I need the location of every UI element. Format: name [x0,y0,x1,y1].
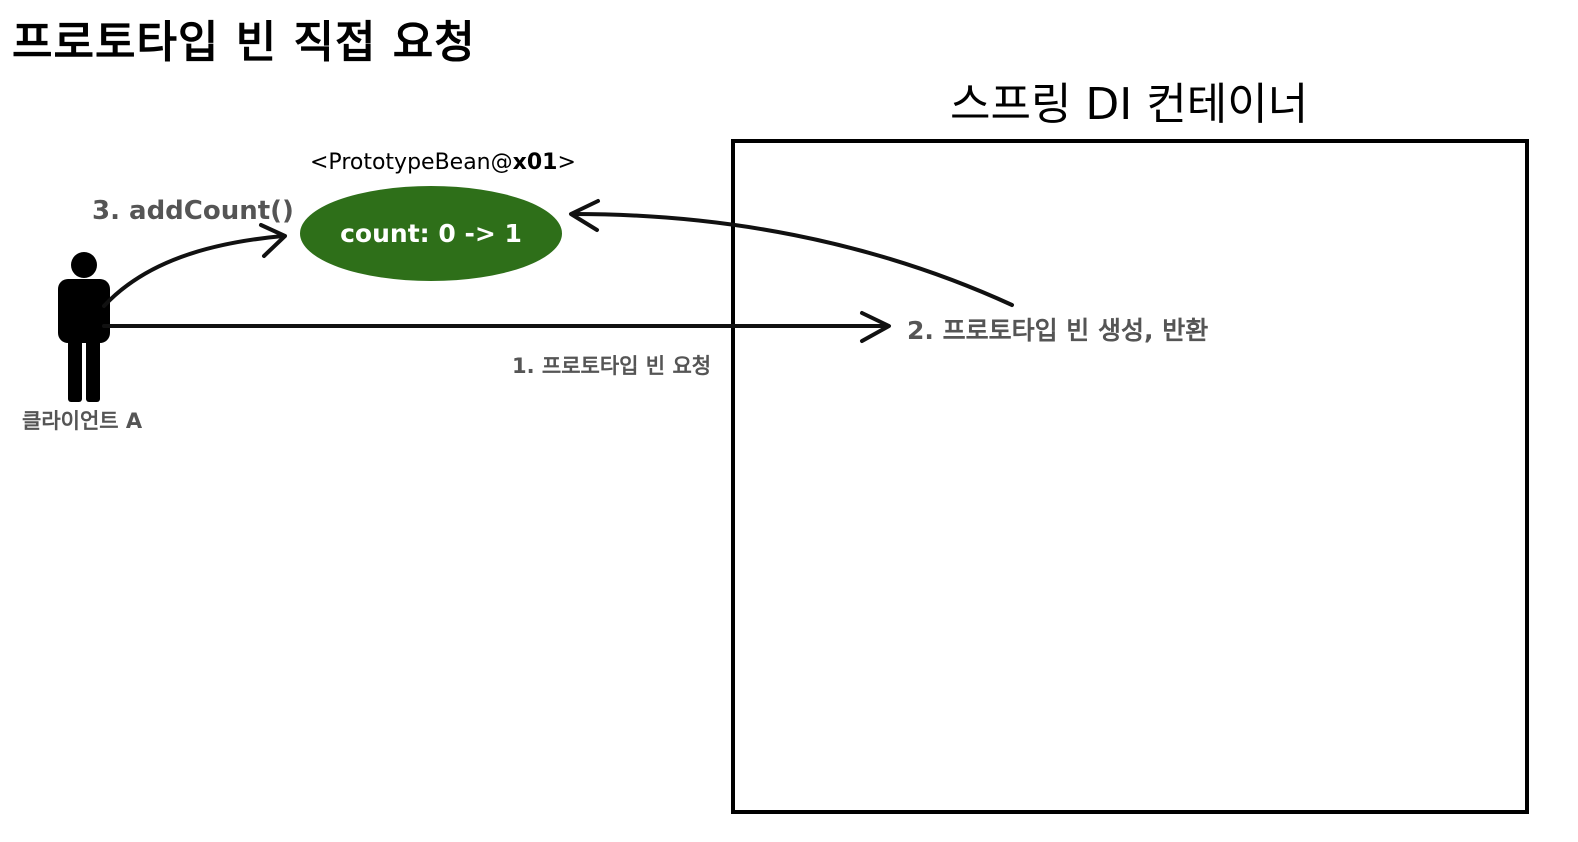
step-create-return-label: 2. 프로토타입 빈 생성, 반환 [907,316,1209,345]
page-title: 프로토타입 빈 직접 요청 [12,17,476,68]
person-icon [58,252,110,402]
step-add-count-label: 3. addCount() [92,196,294,226]
arrow-request [102,311,891,343]
bean-caption-prefix: <PrototypeBean@ [310,150,513,175]
bean-caption: <PrototypeBean@x01> [310,150,576,175]
spring-di-container-box [731,139,1529,814]
prototype-bean-node: count: 0 -> 1 [300,186,562,281]
step-request-label: 1. 프로토타입 빈 요청 [512,354,712,378]
arrow-add-count [102,223,287,308]
bean-caption-id: x01 [512,150,558,175]
container-title: 스프링 DI 컨테이너 [950,79,1309,130]
client-label: 클라이언트 A [22,409,143,433]
arrow-return [569,199,1014,307]
bean-count-state: count: 0 -> 1 [340,219,522,248]
bean-caption-suffix: > [557,150,576,175]
